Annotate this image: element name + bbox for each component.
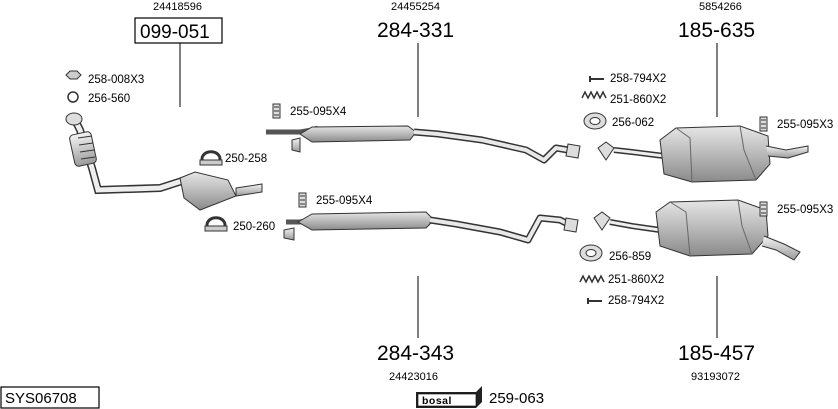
- brand-logo: bosal: [416, 386, 482, 408]
- system-code: SYS06708: [5, 390, 77, 407]
- part-label-8[interactable]: 251-860X2: [610, 94, 666, 106]
- nut-icon: [65, 70, 82, 80]
- pin-icon: [587, 298, 602, 304]
- part-label-13[interactable]: 251-860X2: [608, 274, 664, 286]
- part-label-12[interactable]: 256-859: [609, 251, 651, 263]
- bolt-clamp-icon: [759, 116, 768, 132]
- part-label-7[interactable]: 258-794X2: [610, 73, 666, 85]
- assembly-ref-3: 5854266: [699, 1, 742, 13]
- assembly-ref-4: 24423016: [389, 371, 438, 383]
- part-label-6[interactable]: 250-260: [233, 221, 275, 233]
- part-label-10[interactable]: 255-095X3: [777, 119, 833, 131]
- brand-part[interactable]: 259-063: [489, 390, 544, 407]
- lower-centre-pipe[interactable]: [283, 211, 579, 244]
- gasket-ring-icon: [67, 91, 79, 103]
- bolt-clamp-icon: [272, 103, 281, 119]
- front-pipe-catalyst[interactable]: [65, 112, 263, 211]
- spring-icon: [581, 90, 607, 100]
- clamp-icon: [199, 150, 223, 166]
- spring-icon: [579, 274, 605, 284]
- assembly-ref-1: 24418596: [153, 1, 202, 13]
- part-label-5[interactable]: 255-095X4: [316, 195, 373, 207]
- assembly-part-5[interactable]: 185-457: [678, 342, 755, 365]
- part-label-2[interactable]: 256-560: [88, 93, 130, 105]
- brand-name: bosal: [422, 395, 452, 407]
- bolt-clamp-icon: [759, 201, 768, 217]
- gasket-icon: [579, 244, 603, 262]
- gasket-icon: [583, 112, 607, 130]
- part-label-9[interactable]: 256-062: [612, 117, 654, 129]
- assembly-part-3[interactable]: 185-635: [678, 19, 755, 42]
- part-label-3[interactable]: 255-095X4: [290, 106, 347, 118]
- assembly-part-box-1: [134, 17, 223, 44]
- system-code-box: [0, 386, 100, 409]
- upper-rear-silencer[interactable]: [597, 125, 809, 183]
- assembly-ref-2: 24455254: [391, 1, 440, 13]
- part-label-11[interactable]: 255-095X3: [777, 204, 833, 216]
- part-label-1[interactable]: 258-008X3: [88, 74, 144, 86]
- bolt-clamp-icon: [298, 192, 307, 208]
- part-label-4[interactable]: 250-258: [225, 153, 267, 165]
- assembly-part-1[interactable]: 099-051: [140, 22, 210, 43]
- upper-centre-pipe[interactable]: [266, 125, 581, 164]
- clamp-icon: [204, 216, 228, 232]
- assembly-ref-5: 93193072: [691, 371, 740, 383]
- part-label-14[interactable]: 258-794X2: [608, 295, 664, 307]
- assembly-part-2[interactable]: 284-331: [377, 19, 454, 42]
- assembly-part-4[interactable]: 284-343: [377, 342, 454, 365]
- pin-icon: [589, 76, 604, 82]
- lower-rear-silencer[interactable]: [593, 199, 801, 261]
